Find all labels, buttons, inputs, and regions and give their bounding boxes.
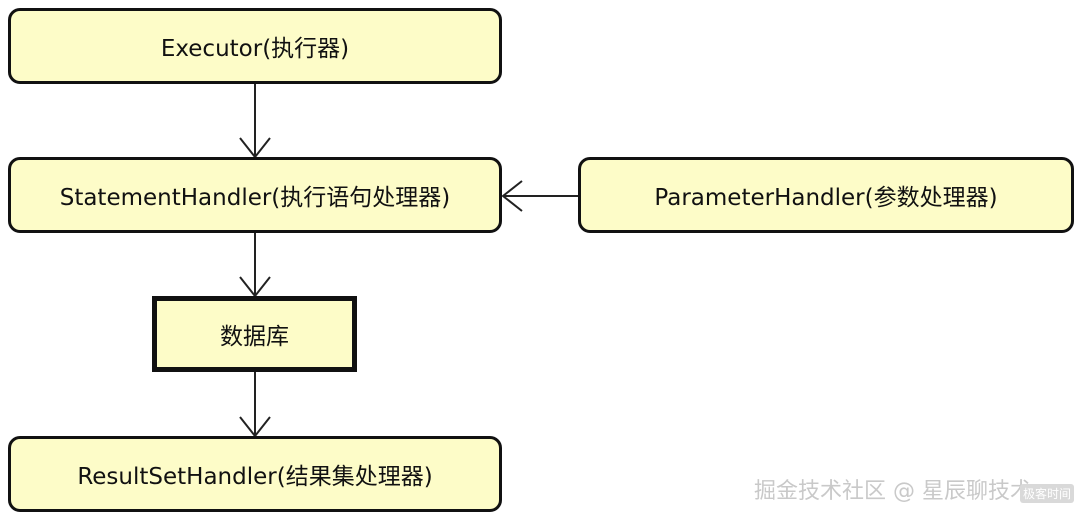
statement-handler-node: StatementHandler(执行语句处理器) xyxy=(8,157,502,233)
database-label: 数据库 xyxy=(220,324,289,350)
statement-handler-label: StatementHandler(执行语句处理器) xyxy=(59,185,451,211)
executor-label: Executor(执行器) xyxy=(160,36,350,62)
parameter-handler-label: ParameterHandler(参数处理器) xyxy=(654,185,998,211)
database-node: 数据库 xyxy=(152,296,357,372)
parameter-handler-node: ParameterHandler(参数处理器) xyxy=(578,157,1074,233)
arrowhead-statement-right xyxy=(501,180,523,212)
executor-node: Executor(执行器) xyxy=(8,8,502,84)
watermark-text: 掘金技术社区 @ 星辰聊技术 xyxy=(754,479,1032,504)
result-set-handler-node: ResultSetHandler(结果集处理器) xyxy=(8,436,502,512)
result-set-handler-label: ResultSetHandler(结果集处理器) xyxy=(77,464,433,490)
corner-badge: 极客时间 xyxy=(1019,484,1074,503)
